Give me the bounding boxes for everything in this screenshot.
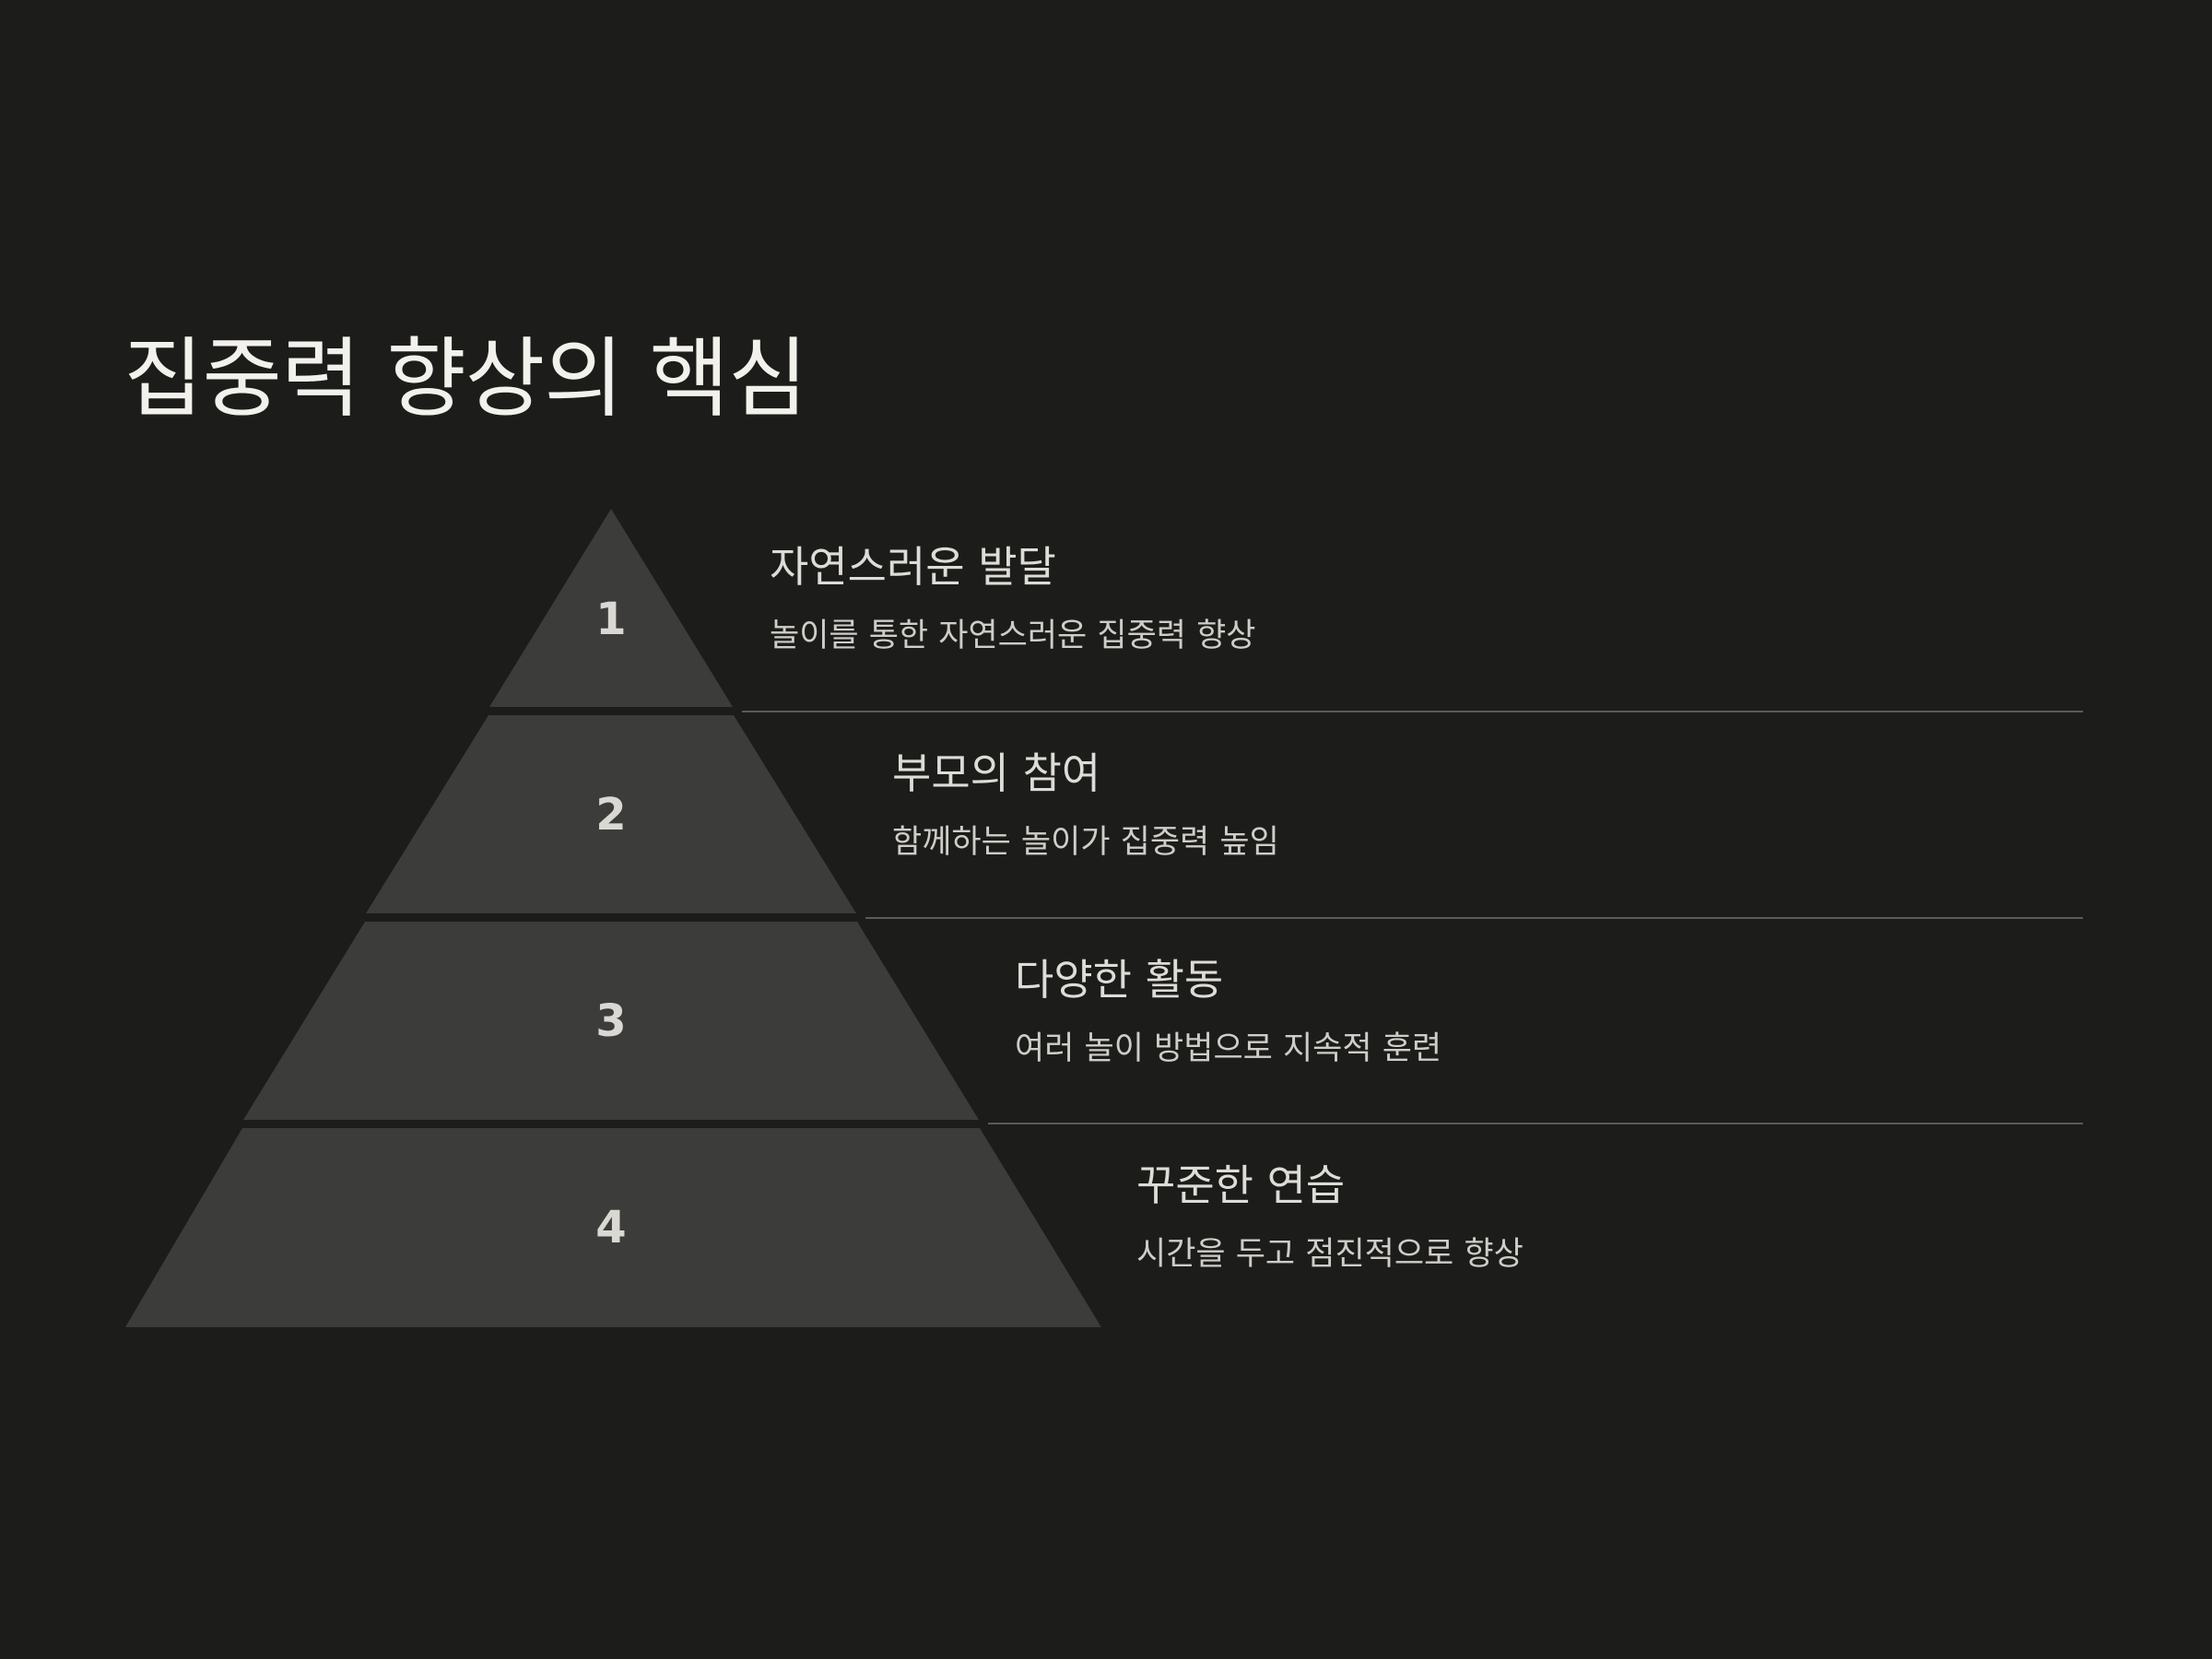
level-3-heading: 다양한 활동 [1015, 955, 1224, 1005]
level-1-heading: 자연스러운 발달 [770, 542, 1056, 592]
level-2-description: 함께하는 놀이가 집중력 높임 [892, 824, 1279, 862]
level-2-heading: 부모의 참여 [892, 748, 1101, 798]
divider-1 [742, 711, 2083, 712]
divider-3 [988, 1123, 2083, 1124]
level-3-description: 여러 놀이 방법으로 지속적 훈련 [1015, 1030, 1442, 1068]
divider-2 [865, 917, 2083, 919]
tier-number-1: 1 [595, 594, 626, 645]
level-1-text: 자연스러운 발달 놀이를 통한 자연스러운 집중력 향상 [770, 542, 1256, 655]
pyramid-tier-3 [243, 922, 979, 1120]
pyramid-tier-4 [125, 1128, 1101, 1327]
tier-number-2: 2 [595, 789, 626, 841]
level-2-text: 부모의 참여 함께하는 놀이가 집중력 높임 [892, 748, 1279, 862]
level-4-description: 시간을 두고 점진적으로 향상 [1136, 1236, 1524, 1274]
level-4-text: 꾸준한 연습 시간을 두고 점진적으로 향상 [1136, 1160, 1524, 1274]
tier-number-3: 3 [595, 995, 626, 1047]
level-4-heading: 꾸준한 연습 [1136, 1160, 1346, 1210]
tier-number-4: 4 [595, 1202, 626, 1253]
pyramid-tier-1 [489, 509, 733, 707]
level-3-text: 다양한 활동 여러 놀이 방법으로 지속적 훈련 [1015, 955, 1441, 1068]
page-title: 집중력 향상의 핵심 [124, 329, 808, 429]
pyramid-tier-2 [366, 715, 856, 913]
level-1-description: 놀이를 통한 자연스러운 집중력 향상 [770, 618, 1256, 655]
